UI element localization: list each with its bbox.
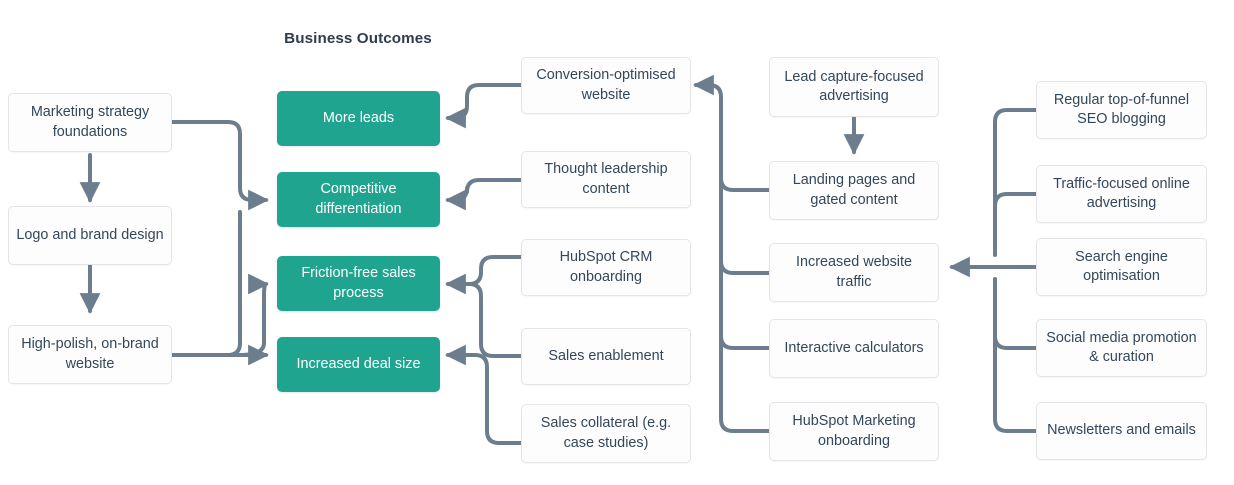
node-label: Sales collateral (e.g. case studies) (540, 415, 672, 451)
connector-demand-trunk-to-conversion-site (693, 74, 735, 433)
node-hubspot-crm-onboarding[interactable]: HubSpot CRM onboarding (521, 239, 691, 296)
node-label: High-polish, on-brand website (21, 336, 159, 372)
node-label: Lead capture-focused advertising (784, 68, 924, 104)
node-thought-leadership-content[interactable]: Thought leadership content (521, 151, 691, 208)
node-label: Landing pages and gated content (792, 172, 916, 208)
node-label: Thought leadership content (544, 161, 668, 197)
node-label: Marketing strategy foundations (30, 104, 150, 140)
node-increased-website-traffic[interactable]: Increased website traffic (769, 243, 939, 302)
connector-social-media-to-trunk (993, 334, 1038, 350)
node-label: Competitive differentiation (315, 181, 402, 217)
node-label: Sales enablement (548, 347, 664, 364)
node-social-media-promotion-curation[interactable]: Social media promotion & curation (1036, 319, 1207, 377)
node-label: Interactive calculators (784, 339, 924, 356)
node-label: HubSpot Marketing onboarding (792, 413, 916, 449)
node-label: Search engine optimisation (1075, 248, 1168, 284)
connector-calculators-to-trunk (719, 334, 771, 350)
node-newsletters-and-emails[interactable]: Newsletters and emails (1036, 402, 1207, 460)
node-traffic-focused-online-advertising[interactable]: Traffic-focused online advertising (1036, 165, 1207, 223)
connector-online-advertising-to-trunk (993, 192, 1038, 208)
connector-conversion-site-to-more-leads (445, 83, 523, 129)
node-competitive-differentiation[interactable]: Competitive differentiation (277, 172, 440, 227)
connector-website-to-outcomes-trunk (170, 210, 242, 357)
node-marketing-strategy-foundations[interactable]: Marketing strategy foundations (8, 93, 172, 152)
connector-sales-enablement-to-sales-process (467, 282, 523, 358)
node-search-engine-optimisation[interactable]: Search engine optimisation (1036, 238, 1207, 296)
node-logo-and-brand-design[interactable]: Logo and brand design (8, 206, 172, 265)
node-increased-deal-size[interactable]: Increased deal size (277, 337, 440, 392)
connector-landing-pages-to-trunk (719, 176, 771, 192)
node-more-leads[interactable]: More leads (277, 91, 440, 146)
node-label: Increased website traffic (796, 254, 912, 290)
node-label: More leads (322, 109, 395, 126)
connector-sales-collateral-to-deal-size (445, 344, 523, 445)
node-friction-free-sales-process[interactable]: Friction-free sales process (277, 256, 440, 311)
node-lead-capture-focused-advertising[interactable]: Lead capture-focused advertising (769, 57, 939, 117)
node-sales-enablement[interactable]: Sales enablement (521, 328, 691, 385)
node-label: Friction-free sales process (301, 265, 416, 301)
node-label: Traffic-focused online advertising (1053, 175, 1190, 211)
connector-seo-blogging-to-trunk (993, 108, 1038, 257)
node-sales-collateral-case-studies[interactable]: Sales collateral (e.g. case studies) (521, 404, 691, 463)
connector-newsletters-to-trunk (993, 277, 1038, 433)
node-label: Logo and brand design (16, 226, 164, 243)
node-conversion-optimised-website[interactable]: Conversion-optimised website (521, 57, 691, 114)
node-hubspot-marketing-onboarding[interactable]: HubSpot Marketing onboarding (769, 402, 939, 461)
node-interactive-calculators[interactable]: Interactive calculators (769, 319, 939, 378)
node-landing-pages-and-gated-content[interactable]: Landing pages and gated content (769, 161, 939, 220)
node-label: Newsletters and emails (1047, 422, 1196, 439)
connector-crm-onboarding-to-sales-process (445, 255, 523, 295)
business-outcomes-heading: Business Outcomes (284, 30, 432, 47)
node-label: Increased deal size (296, 355, 421, 372)
node-high-polish-on-brand-website[interactable]: High-polish, on-brand website (8, 325, 172, 384)
connector-strategy-to-outcomes (170, 120, 269, 211)
connector-website-to-sales-process (238, 273, 269, 357)
connector-website-traffic-to-trunk (719, 259, 771, 275)
node-label: Conversion-optimised website (536, 67, 676, 103)
node-label: Regular top-of-funnel SEO blogging (1053, 91, 1190, 127)
node-regular-top-of-funnel-seo-blogging[interactable]: Regular top-of-funnel SEO blogging (1036, 81, 1207, 139)
node-label: Social media promotion & curation (1046, 329, 1197, 365)
connector-thought-leadership-to-differentiation (445, 178, 523, 211)
node-label: HubSpot CRM onboarding (559, 249, 653, 285)
